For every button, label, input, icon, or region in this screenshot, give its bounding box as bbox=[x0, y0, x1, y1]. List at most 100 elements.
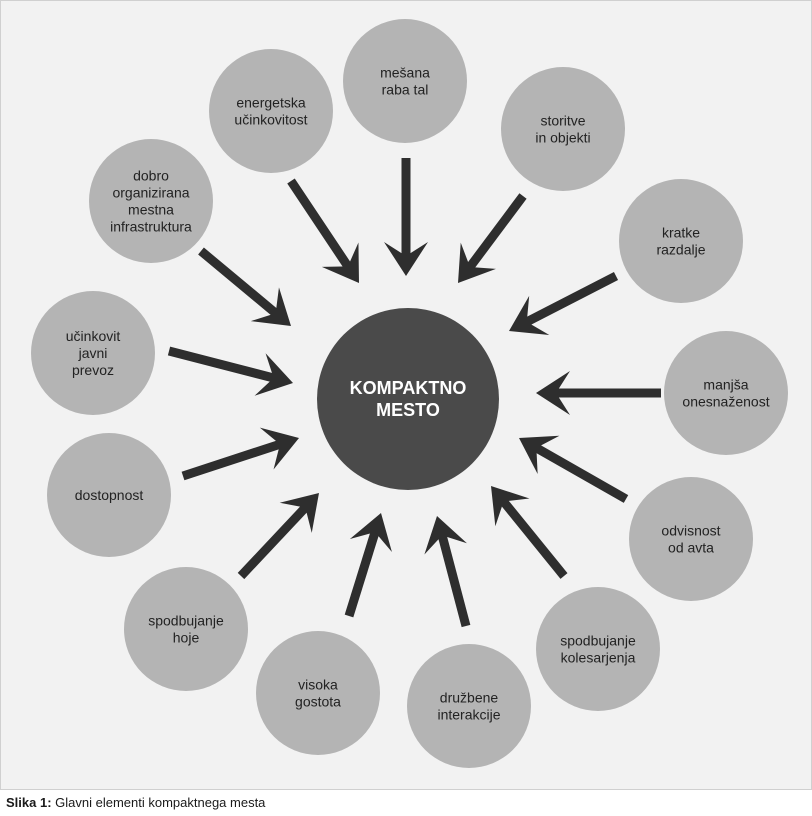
caption-label: Slika 1: bbox=[6, 795, 52, 810]
center-circle bbox=[317, 308, 499, 490]
node-circle bbox=[619, 179, 743, 303]
node-label-line: manjša bbox=[703, 377, 748, 393]
arrow-head bbox=[536, 371, 570, 415]
arrow-head bbox=[279, 493, 319, 533]
node-label-line: gostota bbox=[295, 694, 341, 710]
node-circle bbox=[47, 433, 171, 557]
arrow-shaft bbox=[462, 193, 527, 275]
node-label-line: odvisnost bbox=[661, 523, 720, 539]
node-circle bbox=[629, 477, 753, 601]
arrow-shaft bbox=[167, 346, 281, 384]
node-circle bbox=[501, 67, 625, 191]
node-label-line: raba tal bbox=[382, 82, 429, 98]
node-label-line: dobro bbox=[133, 168, 169, 184]
node-circle bbox=[343, 19, 467, 143]
node-label-line: mešana bbox=[380, 65, 430, 81]
center-label-line: KOMPAKTNO bbox=[350, 378, 467, 398]
arrow-head bbox=[349, 513, 392, 552]
node-label-line: infrastruktura bbox=[110, 219, 192, 235]
center-label-line: MESTO bbox=[376, 400, 440, 420]
node-label-line: kolesarjenja bbox=[561, 650, 636, 666]
node-label-line: razdalje bbox=[656, 242, 705, 258]
arrow-shaft bbox=[237, 500, 313, 580]
arrow-odvisnost-od-avta bbox=[519, 435, 629, 503]
node-label-line: interakcije bbox=[437, 707, 500, 723]
node-circle bbox=[124, 567, 248, 691]
caption-text: Glavni elementi kompaktnega mesta bbox=[51, 795, 266, 810]
node-label-line: od avta bbox=[668, 540, 714, 556]
node-circle bbox=[31, 291, 155, 415]
arrow-shaft bbox=[528, 441, 629, 503]
arrow-head bbox=[509, 295, 550, 336]
arrow-shaft bbox=[287, 178, 355, 274]
node-label-line: storitve bbox=[540, 113, 585, 129]
node-label-line: spodbujanje bbox=[560, 633, 636, 649]
arrow-ucinkovit-javni-prevoz bbox=[167, 346, 293, 396]
arrow-manjsa-onesnazenost bbox=[536, 371, 661, 415]
arrow-visoka-gostota bbox=[344, 513, 392, 618]
arrow-shaft bbox=[181, 438, 288, 481]
node-circle bbox=[536, 587, 660, 711]
node-circle bbox=[407, 644, 531, 768]
node-label-line: hoje bbox=[173, 630, 200, 646]
node-circle bbox=[664, 331, 788, 455]
arrow-head bbox=[424, 516, 467, 555]
node-label-line: organizirana bbox=[112, 185, 189, 201]
arrow-shaft bbox=[519, 271, 619, 329]
arrow-druzbene-interakcije bbox=[424, 516, 471, 628]
arrow-spodbujanje-kolesarjenja bbox=[491, 486, 568, 579]
arrow-head bbox=[491, 486, 530, 527]
arrow-dobro-organizirana-infrastruktura bbox=[198, 247, 291, 326]
node-label-line: dostopnost bbox=[75, 487, 144, 503]
arrow-head bbox=[259, 427, 299, 470]
node-label-line: kratke bbox=[662, 225, 700, 241]
node-label-line: energetska bbox=[236, 95, 305, 111]
arrow-storitve-in-objekti bbox=[458, 193, 527, 283]
arrow-head bbox=[250, 287, 291, 326]
node-label-line: onesnaženost bbox=[682, 394, 769, 410]
node-label-line: spodbujanje bbox=[148, 613, 224, 629]
arrow-kratke-razdalje bbox=[509, 271, 619, 336]
node-label-line: mestna bbox=[128, 202, 174, 218]
arrow-shaft bbox=[344, 525, 382, 618]
node-dostopnost: dostopnost bbox=[47, 433, 171, 557]
arrow-mesana-raba-tal bbox=[384, 158, 428, 276]
node-label-line: prevoz bbox=[72, 362, 114, 378]
node-label-line: javni bbox=[78, 345, 108, 361]
node-label-line: in objekti bbox=[535, 130, 590, 146]
node-label-line: visoka bbox=[298, 677, 338, 693]
arrow-head bbox=[321, 242, 359, 283]
arrow-dostopnost bbox=[181, 427, 299, 481]
arrow-head bbox=[458, 242, 496, 283]
node-label-line: družbene bbox=[440, 690, 499, 706]
arrow-shaft bbox=[198, 247, 284, 321]
arrow-spodbujanje-hoje bbox=[237, 493, 319, 580]
node-circle bbox=[256, 631, 380, 755]
figure-caption: Slika 1: Glavni elementi kompaktnega mes… bbox=[6, 795, 265, 810]
node-circle bbox=[209, 49, 333, 173]
arrow-head bbox=[254, 353, 293, 396]
node-label-line: učinkovitost bbox=[234, 112, 307, 128]
node-label-line: učinkovit bbox=[66, 328, 121, 344]
arrow-head bbox=[384, 242, 428, 276]
arrow-shaft bbox=[436, 528, 471, 628]
arrow-head bbox=[519, 435, 560, 474]
node-circle bbox=[89, 139, 213, 263]
arrow-energetska-ucinkovitost bbox=[287, 178, 359, 283]
arrow-shaft bbox=[496, 494, 568, 579]
